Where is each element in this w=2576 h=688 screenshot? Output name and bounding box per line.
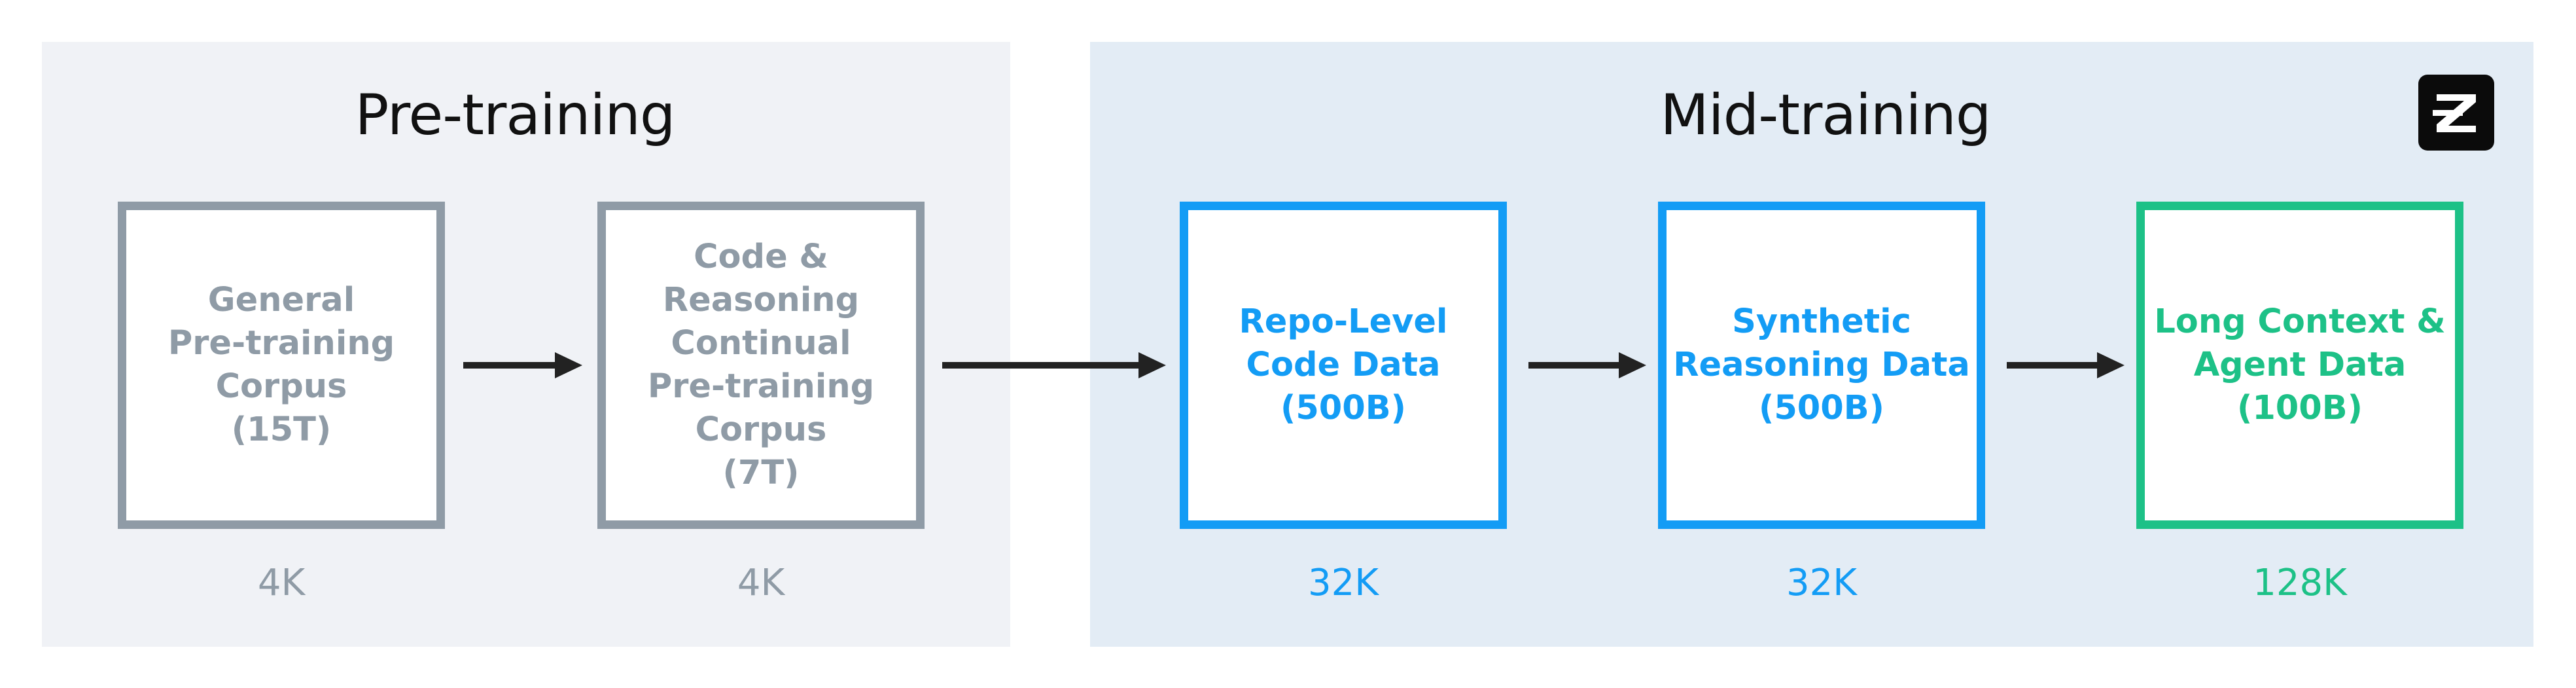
stage-label: Long Context & Agent Data (100B) (2154, 302, 2446, 427)
stage-label: Code & Reasoning Continual Pre-training … (647, 238, 875, 492)
arrow-right-icon (942, 352, 1166, 378)
stage-label: Repo-Level Code Data (500B) (1239, 302, 1448, 427)
context-length-label: 32K (1786, 562, 1857, 604)
context-length-label: 4K (257, 562, 306, 604)
stage-label: General Pre-training Corpus (15T) (168, 281, 395, 449)
stage-repo-level-code-data: Repo-Level Code Data (500B) (1180, 202, 1507, 529)
stage-synthetic-reasoning-data: Synthetic Reasoning Data (500B) (1658, 202, 1985, 529)
arrow-right-icon (463, 352, 582, 378)
context-length-label: 128K (2253, 562, 2347, 604)
arrow-right-icon (1528, 352, 1646, 378)
stage-code-reasoning-continual-corpus: Code & Reasoning Continual Pre-training … (597, 202, 925, 529)
arrow-right-icon (2007, 352, 2125, 378)
stage-label: Synthetic Reasoning Data (500B) (1673, 302, 1970, 427)
stage-general-pretraining-corpus: General Pre-training Corpus (15T) (118, 202, 445, 529)
pretraining-title: Pre-training (355, 82, 676, 148)
context-length-label: 32K (1308, 562, 1379, 604)
z-logo-icon (2418, 75, 2494, 151)
midtraining-title: Mid-training (1660, 82, 1992, 148)
context-length-label: 4K (737, 562, 785, 604)
stage-long-context-agent-data: Long Context & Agent Data (100B) (2136, 202, 2463, 529)
